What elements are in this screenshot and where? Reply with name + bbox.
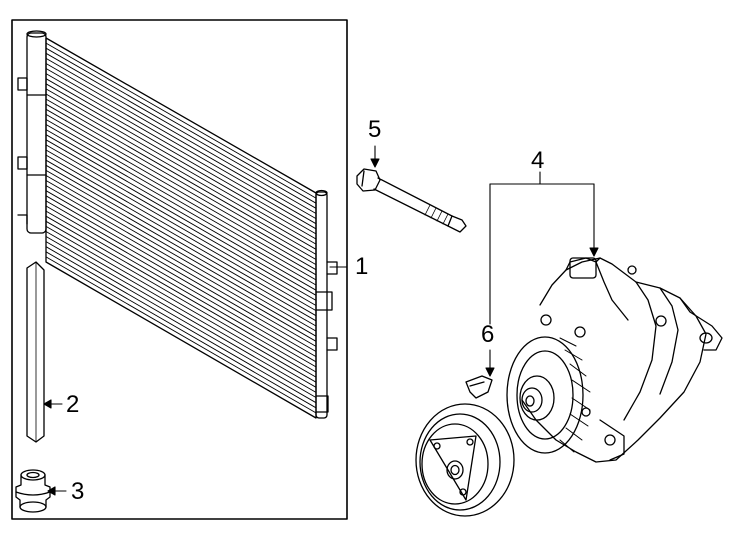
callout-6-label: 6	[481, 321, 495, 348]
receiver-drier	[26, 261, 45, 443]
callout-4-label: 4	[531, 147, 545, 174]
condenser	[17, 30, 338, 419]
clutch-pulley	[415, 375, 515, 517]
plug-cap	[15, 469, 51, 513]
leader-lines	[43, 145, 599, 496]
compressor	[506, 257, 723, 463]
callout-3-label: 3	[71, 478, 85, 505]
condenser-group-frame	[11, 19, 348, 520]
callout-1-label: 1	[355, 253, 369, 280]
callout-2-label: 2	[66, 391, 80, 418]
bolt	[356, 168, 467, 233]
callout-5-label: 5	[368, 116, 382, 143]
